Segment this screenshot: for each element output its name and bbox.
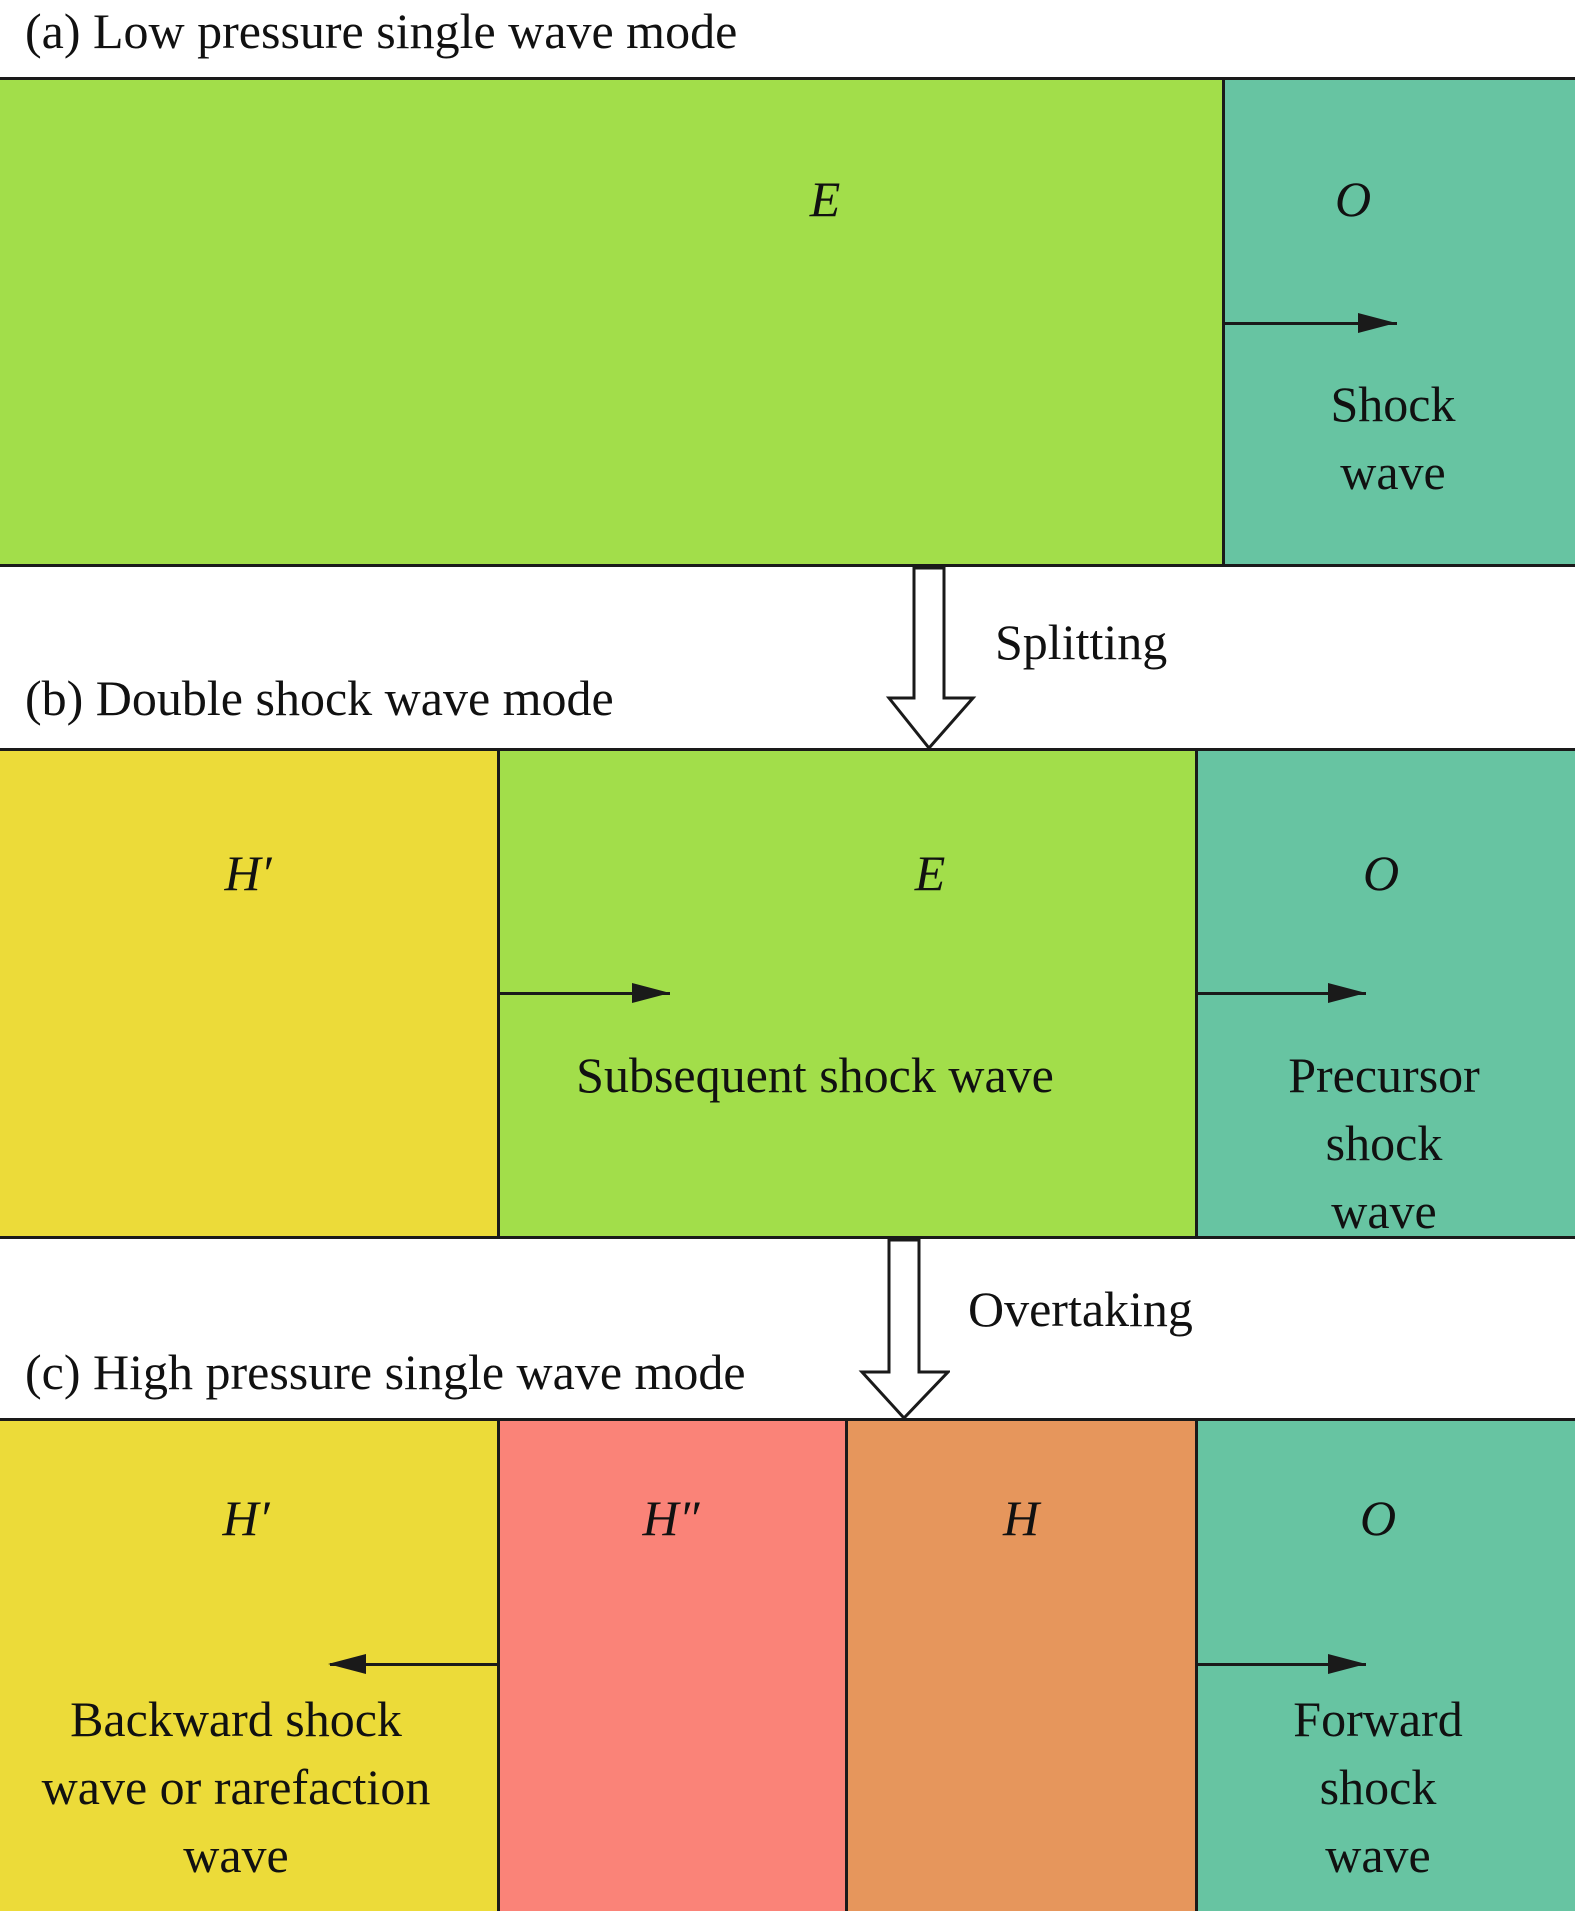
panel-c-divider-1 [497, 1421, 500, 1911]
panel-c-label-h-prime: H′ [222, 1490, 270, 1546]
arrow-right-icon [1328, 1654, 1366, 1674]
panel-c-region-h [848, 1421, 1195, 1911]
panel-b-label-e: E [914, 845, 946, 901]
panel-b-divider-1 [497, 751, 500, 1236]
panel-b-label-h-prime: H′ [224, 845, 272, 901]
panel-c-backward-shock-label: Backward shock wave or rarefaction wave [41, 1691, 431, 1883]
arrow-left-icon [330, 1663, 497, 1666]
panel-b-divider-2 [1195, 751, 1198, 1236]
panel-b-title: (b) Double shock wave mode [25, 670, 614, 726]
panel-a-top-border [0, 77, 1575, 80]
panel-b-top-border [0, 748, 1575, 751]
panel-a-label-e: E [809, 171, 841, 227]
panel-b-precursor-shock-label: Precursor shock wave [1288, 1047, 1480, 1239]
panel-a-shock-wave-label: Shock wave [1330, 376, 1456, 500]
panel-a-divider [1222, 80, 1225, 564]
panel-c-top-border [0, 1418, 1575, 1421]
overtaking-label: Overtaking [968, 1281, 1193, 1337]
arrow-right-icon [1328, 983, 1366, 1003]
panel-b-region-h-prime [0, 751, 497, 1236]
hollow-down-arrow-icon [858, 1238, 950, 1421]
panel-b-subsequent-shock-label: Subsequent shock wave [576, 1047, 1054, 1103]
arrow-right-icon [1225, 322, 1397, 325]
panel-c-region-o [1198, 1421, 1575, 1911]
panel-c-label-h-double-prime: H″ [642, 1490, 700, 1546]
panel-a-title: (a) Low pressure single wave mode [25, 3, 738, 59]
panel-a-label-o: O [1334, 171, 1372, 227]
panel-c-label-o: O [1359, 1490, 1397, 1546]
splitting-label: Splitting [995, 614, 1168, 670]
panel-c-forward-shock-label: Forward shock wave [1293, 1691, 1463, 1883]
panel-b-bottom-border [0, 1236, 1575, 1239]
panel-c-title: (c) High pressure single wave mode [25, 1344, 746, 1400]
arrow-right-icon [1358, 313, 1396, 333]
arrow-left-icon [328, 1654, 366, 1674]
panel-c-divider-2 [845, 1421, 848, 1911]
panel-a-region-e [0, 80, 1222, 564]
hollow-down-arrow-icon [885, 566, 977, 751]
arrow-right-icon [1198, 992, 1366, 995]
panel-c-divider-3 [1195, 1421, 1198, 1911]
panel-c-region-h-double-prime [500, 1421, 845, 1911]
arrow-right-icon [1198, 1663, 1366, 1666]
panel-c-label-h: H [1002, 1490, 1040, 1546]
panel-a-bottom-border [0, 564, 1575, 567]
arrow-right-icon [632, 983, 670, 1003]
arrow-right-icon [500, 992, 670, 995]
panel-c-region-h-prime [0, 1421, 497, 1911]
panel-b-label-o: O [1362, 845, 1400, 901]
